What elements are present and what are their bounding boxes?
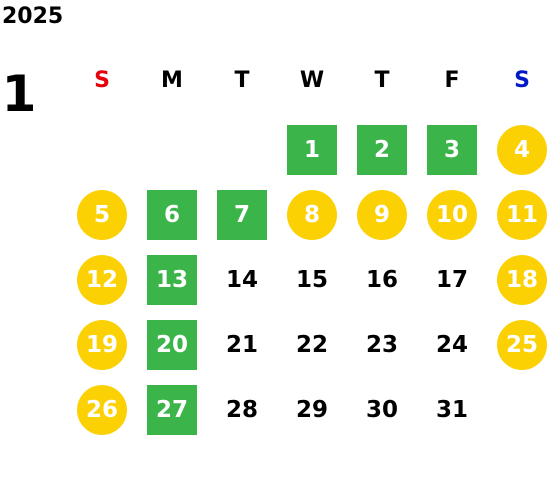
weekday-label-weekday: T	[374, 68, 390, 93]
calendar-year: 2025	[2, 4, 64, 29]
holiday-circle-marker	[427, 190, 477, 240]
day-cell: 24	[425, 318, 479, 372]
day-number: 2	[373, 137, 390, 163]
holiday-circle-marker	[287, 190, 337, 240]
day-cell: 20	[145, 318, 199, 372]
weekday-label-weekday: M	[161, 68, 183, 93]
holiday-circle-marker	[77, 255, 127, 305]
day-number: 16	[365, 267, 398, 293]
day-number: 11	[505, 202, 538, 228]
day-number: 9	[373, 202, 390, 228]
day-number: 20	[155, 332, 188, 358]
day-cell: 9	[355, 188, 409, 242]
day-cell: 27	[145, 383, 199, 437]
day-cell: 28	[215, 383, 269, 437]
day-number: 17	[435, 267, 468, 293]
day-cell: 15	[285, 253, 339, 307]
day-cell: 14	[215, 253, 269, 307]
highlight-square-marker	[427, 125, 477, 175]
highlight-square-marker	[147, 320, 197, 370]
highlight-square-marker	[147, 255, 197, 305]
holiday-circle-marker	[497, 320, 547, 370]
day-cell: 30	[355, 383, 409, 437]
day-cell: 12	[75, 253, 129, 307]
day-cell: 11	[495, 188, 548, 242]
day-cell: 17	[425, 253, 479, 307]
day-number: 31	[435, 397, 468, 423]
day-number: 10	[435, 202, 468, 228]
day-number: 4	[513, 137, 530, 163]
day-cell: 6	[145, 188, 199, 242]
day-number: 5	[93, 202, 110, 228]
day-cell: 25	[495, 318, 548, 372]
weekday-label-saturday: S	[514, 68, 530, 93]
highlight-square-marker	[147, 385, 197, 435]
day-cell: 22	[285, 318, 339, 372]
day-number: 28	[225, 397, 258, 423]
day-cell: 4	[495, 123, 548, 177]
day-number: 14	[225, 267, 258, 293]
weekday-label-weekday: T	[234, 68, 250, 93]
day-cell: 3	[425, 123, 479, 177]
holiday-circle-marker	[77, 190, 127, 240]
day-cell: 31	[425, 383, 479, 437]
holiday-circle-marker	[497, 125, 547, 175]
day-cell: 29	[285, 383, 339, 437]
holiday-circle-marker	[77, 320, 127, 370]
day-number: 29	[295, 397, 328, 423]
day-cell: 18	[495, 253, 548, 307]
calendar-month: 1	[1, 65, 37, 123]
day-number: 13	[155, 267, 188, 293]
holiday-circle-marker	[497, 255, 547, 305]
day-cell: 2	[355, 123, 409, 177]
day-cell: 1	[285, 123, 339, 177]
day-number: 23	[365, 332, 398, 358]
holiday-circle-marker	[77, 385, 127, 435]
highlight-square-marker	[357, 125, 407, 175]
weekday-label-weekday: W	[299, 68, 325, 93]
day-number: 6	[163, 202, 180, 228]
highlight-square-marker	[147, 190, 197, 240]
day-cell: 19	[75, 318, 129, 372]
day-cell: 10	[425, 188, 479, 242]
day-number: 30	[365, 397, 398, 423]
highlight-square-marker	[287, 125, 337, 175]
day-number: 27	[155, 397, 188, 423]
day-number: 22	[295, 332, 328, 358]
day-cell: 23	[355, 318, 409, 372]
day-cell: 26	[75, 383, 129, 437]
day-number: 15	[295, 267, 328, 293]
day-number: 7	[233, 202, 250, 228]
day-number: 3	[443, 137, 460, 163]
highlight-square-marker	[217, 190, 267, 240]
day-number: 1	[303, 137, 320, 163]
holiday-circle-marker	[497, 190, 547, 240]
day-number: 24	[435, 332, 468, 358]
day-number: 8	[303, 202, 320, 228]
day-number: 12	[85, 267, 118, 293]
day-number: 18	[505, 267, 538, 293]
day-number: 25	[505, 332, 538, 358]
day-number: 19	[85, 332, 118, 358]
day-cell: 21	[215, 318, 269, 372]
day-cell: 16	[355, 253, 409, 307]
day-number: 21	[225, 332, 258, 358]
day-number: 26	[85, 397, 118, 423]
day-cell: 5	[75, 188, 129, 242]
day-cell: 13	[145, 253, 199, 307]
day-cell: 7	[215, 188, 269, 242]
weekday-label-sunday: S	[94, 68, 110, 93]
holiday-circle-marker	[357, 190, 407, 240]
weekday-label-weekday: F	[444, 68, 460, 93]
day-cell: 8	[285, 188, 339, 242]
